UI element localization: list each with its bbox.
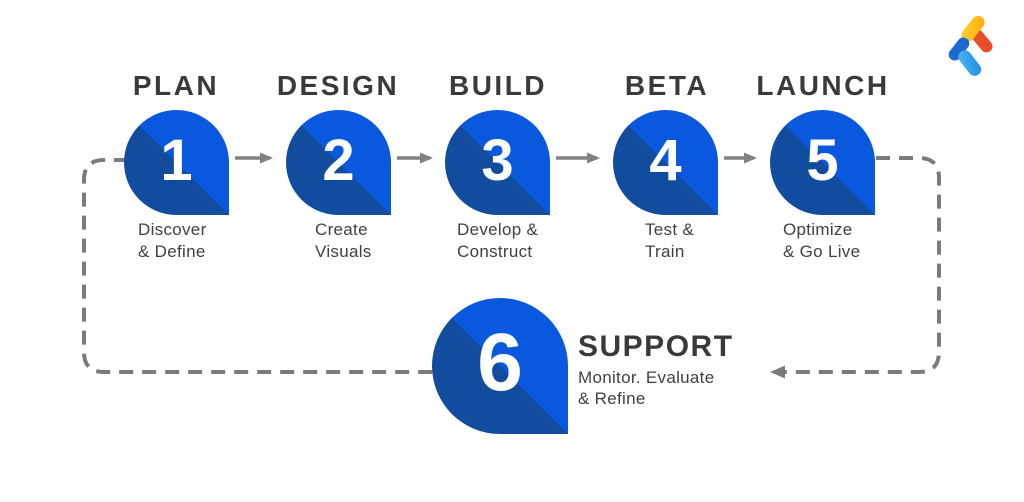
step-label-line: Visuals (315, 242, 372, 261)
step-label-build: Develop & Construct (457, 219, 538, 263)
step-node-2: 2 (286, 110, 391, 215)
support-title: SUPPORT (578, 330, 734, 363)
brand-s-ribbon-logo-icon (948, 15, 993, 76)
dashed-loop-left (82, 158, 434, 374)
step-number-2: 2 (322, 127, 355, 193)
step-number-6: 6 (477, 317, 523, 408)
support-label-line: Monitor. Evaluate (578, 368, 715, 387)
step-number-3: 3 (481, 127, 514, 193)
step-title-beta: BETA (624, 70, 710, 101)
step-label-line: Construct (457, 242, 533, 261)
step-number-4: 4 (649, 127, 682, 193)
step-label-launch: Optimize & Go Live (783, 219, 860, 263)
step-label-line: Create (315, 220, 368, 239)
step-title-design: DESIGN (276, 70, 400, 101)
step-node-5: 5 (770, 110, 875, 215)
step-number-5: 5 (806, 127, 839, 193)
step-label-design: Create Visuals (315, 219, 372, 263)
support-label-line: & Refine (578, 389, 646, 408)
step-title-launch: LAUNCH (756, 70, 890, 101)
step-node-3: 3 (445, 110, 550, 215)
step-label-line: Optimize (783, 220, 853, 239)
step-label-line: Test & (645, 220, 695, 239)
step-label-line: Discover (138, 220, 207, 239)
step-label-line: Develop & (457, 220, 539, 239)
step-label-line: & Define (138, 242, 206, 261)
step-title-build: BUILD (448, 70, 548, 101)
step-label-line: Train (645, 242, 685, 261)
step-node-4: 4 (613, 110, 718, 215)
step-label-beta: Test & Train (645, 219, 694, 263)
step-label-plan: Discover & Define (138, 219, 207, 263)
step-node-1: 1 (124, 110, 229, 215)
support-label: Monitor. Evaluate & Refine (578, 367, 714, 409)
step-label-line: & Go Live (783, 242, 861, 261)
dashed-loop-right (770, 156, 941, 379)
step-node-6-support: 6 (432, 298, 568, 434)
step-number-1: 1 (160, 127, 193, 193)
step-title-plan: PLAN (132, 70, 220, 101)
